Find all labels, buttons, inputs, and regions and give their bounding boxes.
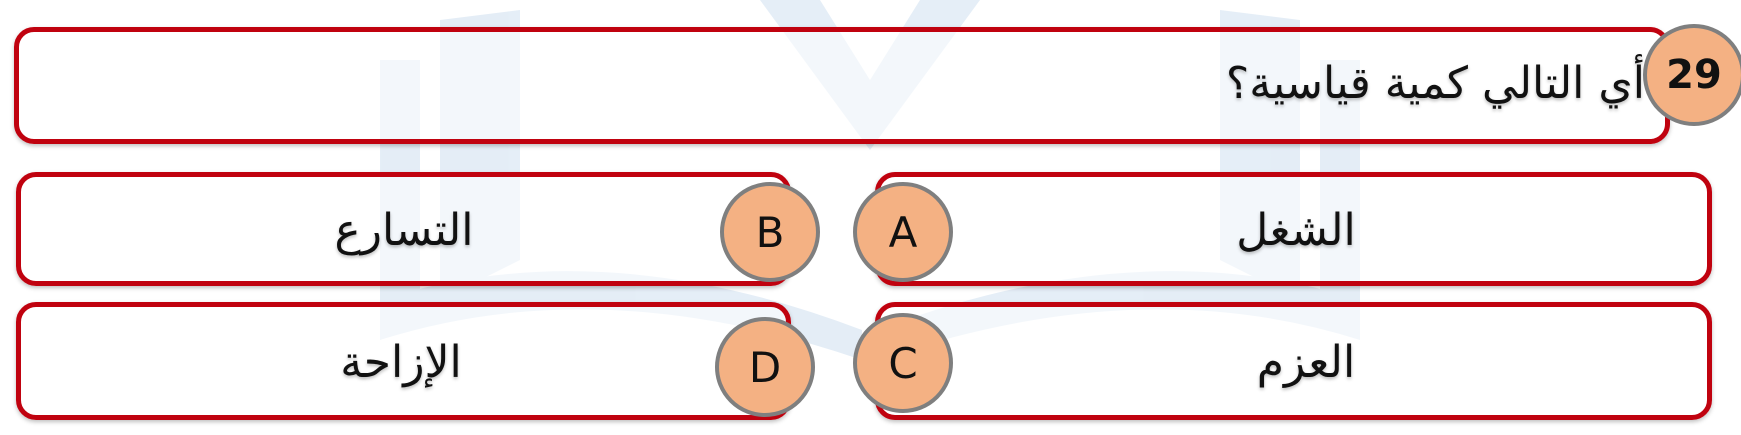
option-c-box[interactable]	[875, 302, 1712, 420]
option-b-letter[interactable]: B	[720, 182, 820, 282]
question-text: أي التالي كمية قياسية؟	[1225, 58, 1645, 109]
question-box	[14, 27, 1670, 144]
option-d-box[interactable]	[16, 302, 791, 420]
option-a-text[interactable]: الشغل	[1236, 205, 1356, 256]
option-c-text[interactable]: العزم	[1256, 337, 1356, 388]
option-a-box[interactable]	[875, 172, 1712, 286]
option-d-letter[interactable]: D	[715, 317, 815, 417]
question-number-badge: 29	[1643, 24, 1741, 126]
option-b-text[interactable]: التسارع	[334, 205, 474, 256]
option-d-text[interactable]: الإزاحة	[340, 337, 462, 388]
option-c-letter[interactable]: C	[853, 313, 953, 413]
option-b-box[interactable]	[16, 172, 791, 286]
option-a-letter[interactable]: A	[853, 182, 953, 282]
